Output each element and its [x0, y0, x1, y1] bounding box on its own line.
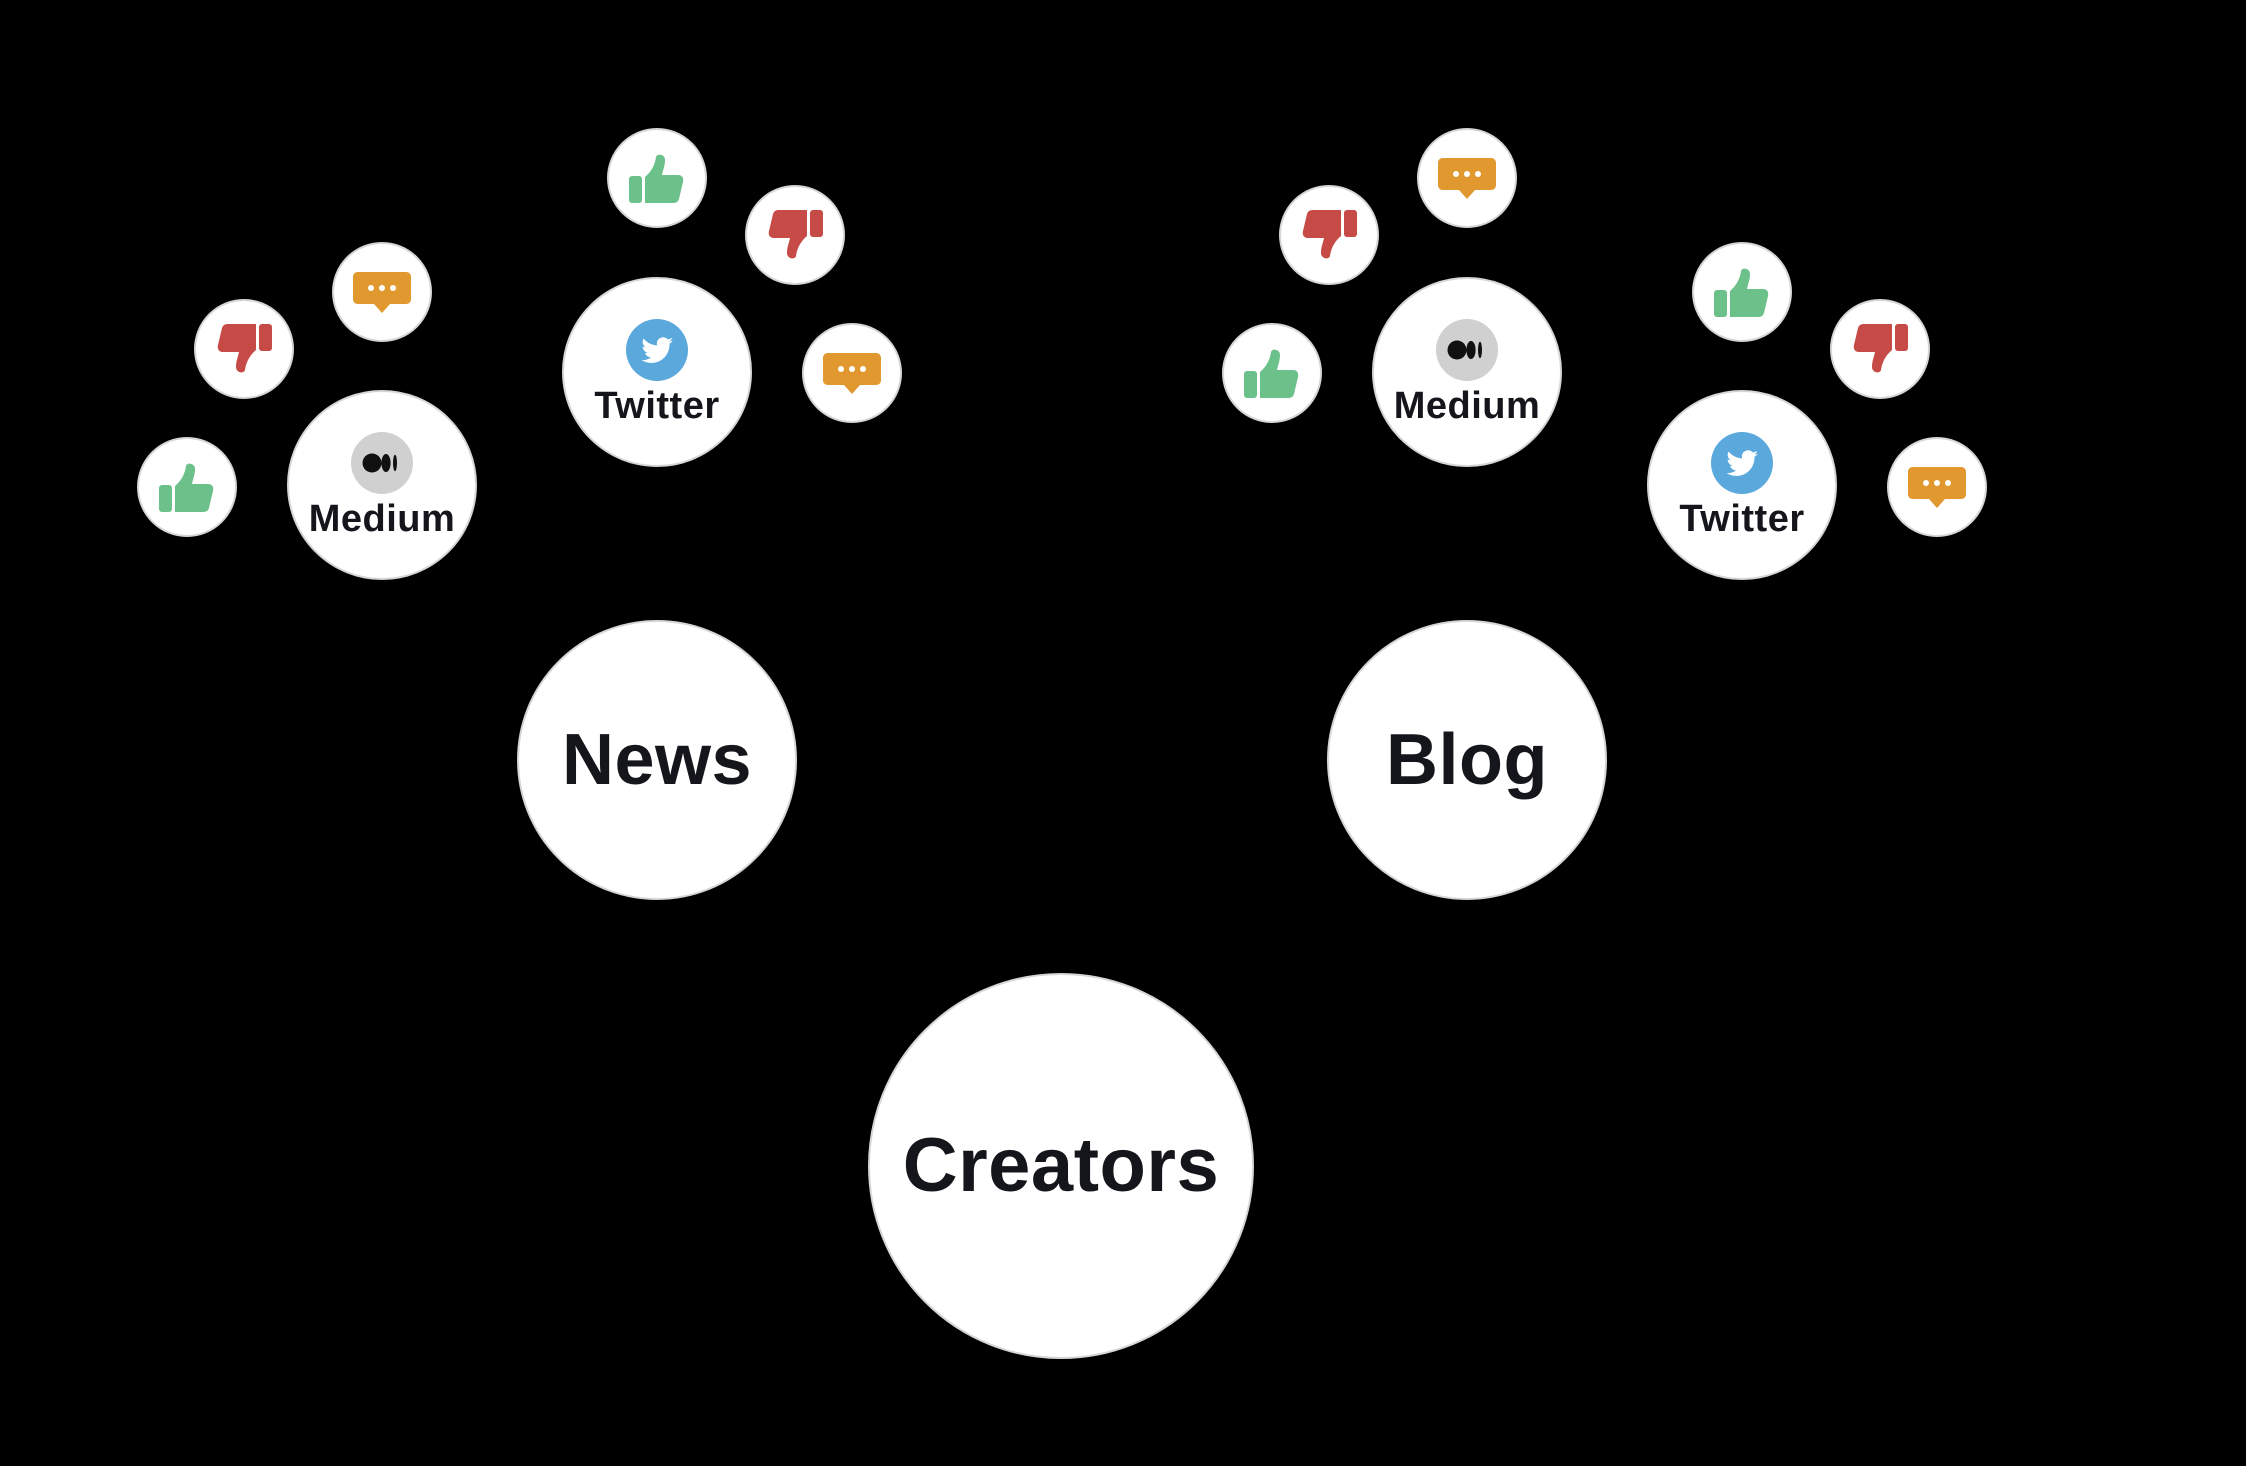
comment-icon [1905, 455, 1969, 519]
thumbs-down-icon [1848, 317, 1912, 381]
thumbs-down-icon [1297, 203, 1361, 267]
news-twitter-label: Twitter [594, 385, 720, 427]
medium-icon [1436, 319, 1498, 381]
twitter-icon [626, 319, 688, 381]
medium-icon [351, 432, 413, 494]
twitter-icon [1711, 432, 1773, 494]
news-medium-label: Medium [308, 498, 456, 540]
blog-medium-dislike-node[interactable] [1279, 185, 1379, 285]
news-medium-node[interactable]: Medium [287, 390, 477, 580]
comment-icon [1435, 146, 1499, 210]
comment-icon [820, 341, 884, 405]
blog-medium-comment-node[interactable] [1417, 128, 1517, 228]
news-medium-comment-node[interactable] [332, 242, 432, 342]
thumbs-up-icon [155, 455, 219, 519]
thumbs-up-icon [1240, 341, 1304, 405]
blog-twitter-label: Twitter [1679, 498, 1805, 540]
thumbs-up-icon [1710, 260, 1774, 324]
news-label: News [561, 720, 753, 800]
news-medium-like-node[interactable] [137, 437, 237, 537]
creators-node[interactable]: Creators [868, 973, 1254, 1359]
thumbs-up-icon [625, 146, 689, 210]
blog-twitter-comment-node[interactable] [1887, 437, 1987, 537]
blog-medium-node[interactable]: Medium [1372, 277, 1562, 467]
blog-node[interactable]: Blog [1327, 620, 1607, 900]
thumbs-down-icon [763, 203, 827, 267]
news-twitter-like-node[interactable] [607, 128, 707, 228]
creators-label: Creators [902, 1123, 1220, 1208]
news-twitter-comment-node[interactable] [802, 323, 902, 423]
thumbs-down-icon [212, 317, 276, 381]
blog-twitter-like-node[interactable] [1692, 242, 1792, 342]
news-twitter-node[interactable]: Twitter [562, 277, 752, 467]
news-twitter-dislike-node[interactable] [745, 185, 845, 285]
news-medium-dislike-node[interactable] [194, 299, 294, 399]
blog-label: Blog [1386, 720, 1548, 800]
blog-twitter-dislike-node[interactable] [1830, 299, 1930, 399]
blog-medium-label: Medium [1393, 385, 1541, 427]
comment-icon [350, 260, 414, 324]
news-node[interactable]: News [517, 620, 797, 900]
blog-medium-like-node[interactable] [1222, 323, 1322, 423]
blog-twitter-node[interactable]: Twitter [1647, 390, 1837, 580]
